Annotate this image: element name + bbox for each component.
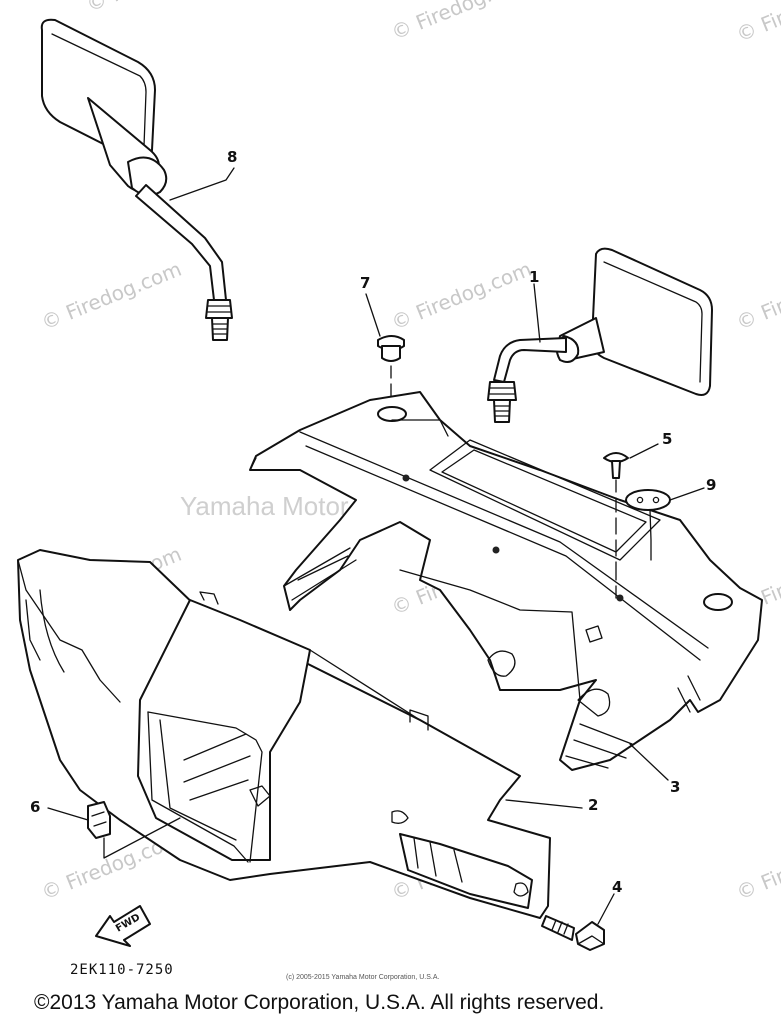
callout-1: 1	[529, 268, 539, 286]
leader-4	[597, 893, 615, 925]
leader-lines	[47, 167, 705, 925]
callout-8: 8	[227, 148, 237, 166]
mirror-right-part	[487, 247, 713, 423]
watermark: © Firedog.com	[38, 257, 185, 335]
callout-labels: 8 7 1 5 9 3 2 4 6	[30, 148, 716, 896]
leader-5	[629, 443, 659, 459]
fwd-arrow: FWD	[95, 905, 151, 947]
watermark: © Firedog.com	[388, 257, 535, 335]
callout-2: 2	[588, 796, 598, 814]
watermark: © Firedog.com	[733, 0, 781, 47]
callout-6: 6	[30, 798, 40, 816]
watermark: © Firedog.com	[733, 257, 781, 335]
callout-4: 4	[612, 878, 622, 896]
clip-nut-part	[87, 801, 181, 859]
callout-5: 5	[662, 430, 672, 448]
leader-9	[669, 487, 705, 501]
leader-3	[629, 743, 669, 781]
leader-6	[47, 807, 89, 821]
mirror-left-part	[40, 18, 233, 341]
grommet-part	[377, 335, 405, 417]
bolt-part	[541, 915, 605, 951]
callout-7: 7	[360, 274, 370, 292]
leader-1	[533, 283, 541, 343]
footer-copyright: ©2013 Yamaha Motor Corporation, U.S.A. A…	[34, 991, 604, 1014]
leader-7	[365, 293, 381, 337]
watermark: © Firedog.com	[83, 0, 230, 17]
screw-part	[603, 452, 629, 599]
handlebar-cover-part	[17, 549, 551, 919]
watermark: © Firedog.com	[388, 0, 535, 45]
diagram-code: 2EK110-7250	[70, 962, 174, 978]
watermark: © Firedog.com	[733, 827, 781, 905]
callout-9: 9	[706, 476, 716, 494]
callout-3: 3	[670, 778, 680, 796]
small-copyright: (c) 2005-2015 Yamaha Motor Corporation, …	[286, 974, 439, 981]
upper-bracket-part	[249, 391, 763, 771]
leader-8	[169, 167, 235, 201]
leader-2	[505, 799, 583, 809]
